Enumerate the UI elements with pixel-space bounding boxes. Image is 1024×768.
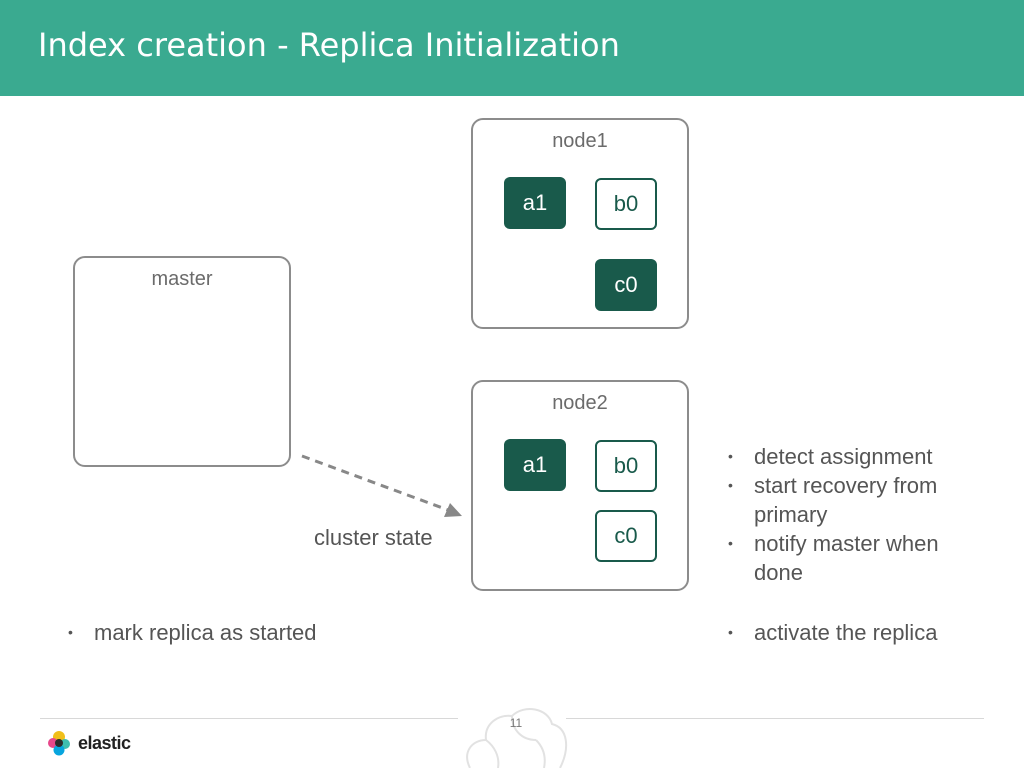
node2-shard-c0-replica: c0 [595, 510, 657, 562]
list-item: notify master when done [728, 529, 968, 587]
list-item: activate the replica [728, 618, 968, 647]
list-item: start recovery from primary [728, 471, 968, 529]
logo-text: elastic [78, 732, 131, 753]
node1-box: node1 a1 b0 c0 [471, 118, 689, 329]
master-node-box: master [73, 256, 291, 467]
node1-shard-a1-primary: a1 [504, 177, 566, 229]
list-item: mark replica as started [68, 618, 428, 647]
elastic-logo: elastic [46, 730, 131, 756]
page-number: 11 [509, 716, 523, 730]
left-bullet-list: mark replica as started [68, 618, 428, 647]
node1-label: node1 [552, 130, 608, 152]
node2-shard-a1-primary: a1 [504, 439, 566, 491]
footer-cluster-outline-icon [466, 708, 568, 768]
node1-shard-b0-replica: b0 [595, 178, 657, 230]
title-bar: Index creation - Replica Initialization [0, 0, 1024, 96]
cluster-state-label: cluster state [314, 525, 433, 550]
slide-title: Index creation - Replica Initialization [38, 26, 620, 64]
master-label: master [151, 268, 213, 290]
node1-shard-c0-primary: c0 [595, 259, 657, 311]
node2-label: node2 [552, 392, 608, 414]
right-bullet-list-final: activate the replica [728, 618, 968, 647]
footer-divider-left [40, 718, 458, 719]
node2-shard-b0-replica: b0 [595, 440, 657, 492]
list-item: detect assignment [728, 442, 968, 471]
node2-box: node2 a1 b0 c0 [471, 380, 689, 591]
footer-divider-right [566, 718, 984, 719]
right-bullet-list: detect assignment start recovery from pr… [728, 442, 968, 587]
elastic-logo-icon [48, 731, 70, 756]
